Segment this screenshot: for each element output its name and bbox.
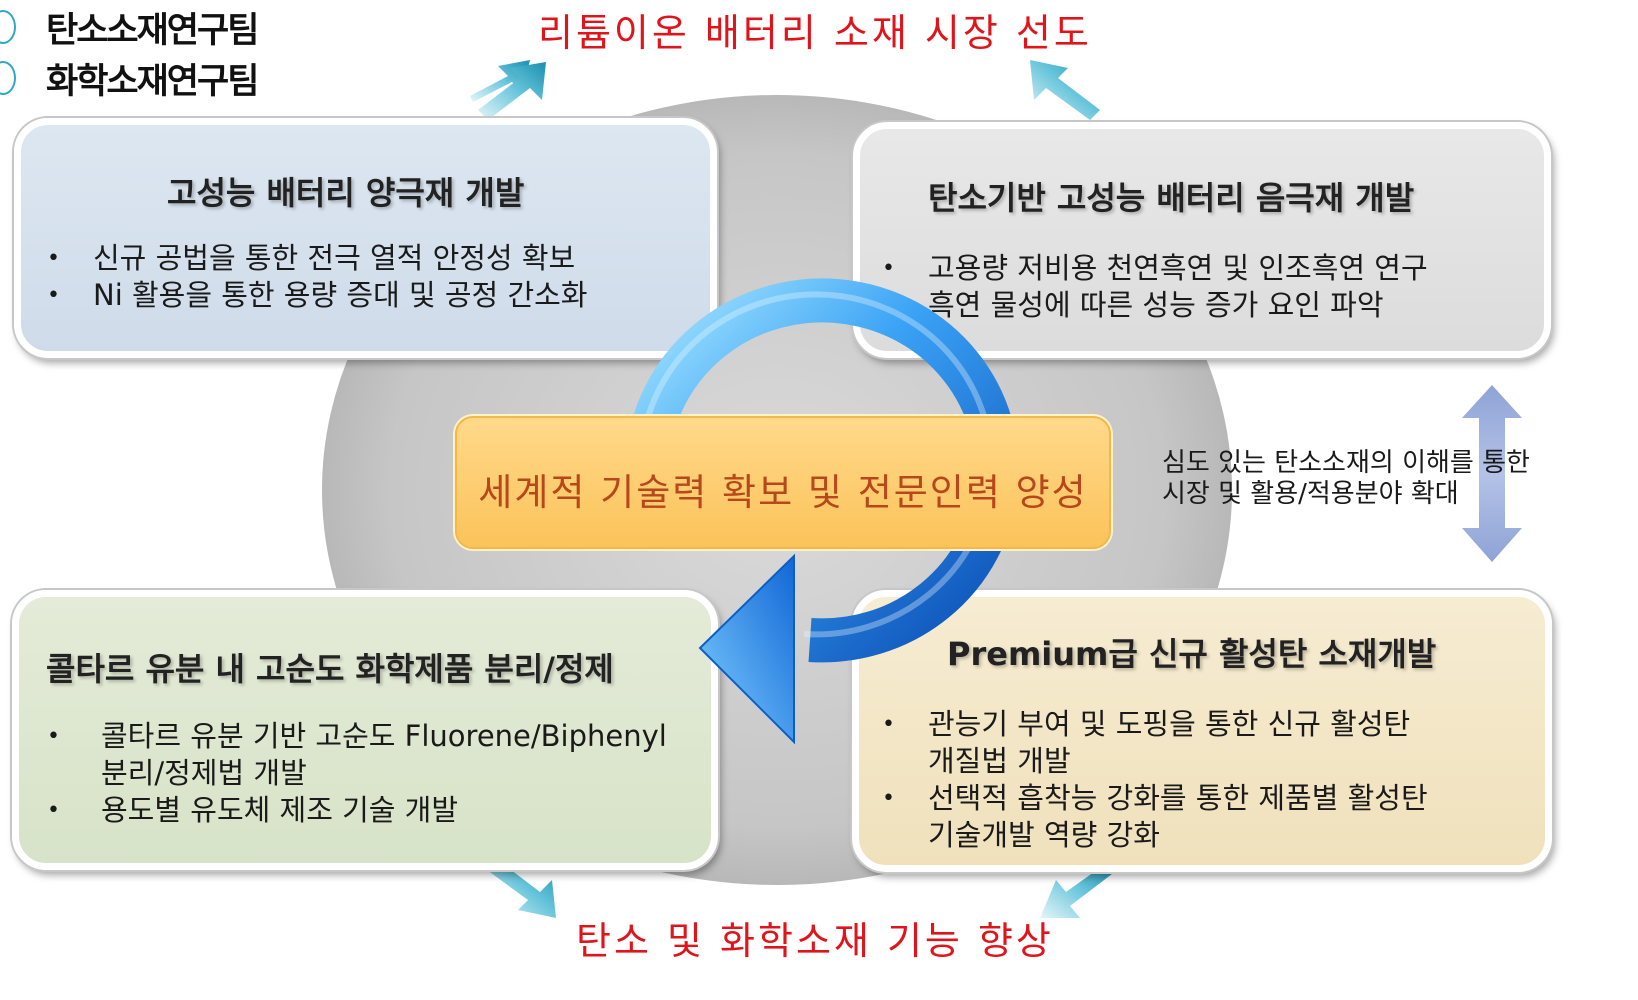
box-title: 콜타르 유분 내 고순도 화학제품 분리/정제 [46, 650, 614, 688]
goal-top: 리튬이온 배터리 소재 시장 선도 [538, 11, 1092, 55]
list-item: 용도별 유도체 제조 기술 개발 [47, 792, 667, 829]
double-arrow [1462, 385, 1522, 562]
center-goal-box: 세계적 기술력 확보 및 전문인력 양성 [455, 416, 1111, 549]
list-item-continued: 개질법 개발 [928, 744, 1071, 778]
side-note-line: 심도 있는 탄소소재의 이해를 통한 [1162, 448, 1530, 478]
list-item: Ni 활용을 통한 용량 증대 및 공정 간소화 [47, 277, 587, 314]
teal-arrow-bottom-left [487, 860, 556, 918]
teal-arrow-bottom-right [1040, 862, 1112, 918]
box-coal-tar: 콜타르 유분 내 고순도 화학제품 분리/정제 콜타르 유분 기반 고순도 Fl… [12, 590, 718, 870]
list-item: 고용량 저비용 천연흑연 및 인조흑연 연구 [882, 250, 1428, 287]
center-goal-text: 세계적 기술력 확보 및 전문인력 양성 [478, 471, 1088, 514]
team-label-chemical: 화학소재연구팀 [0, 53, 259, 104]
side-note: 심도 있는 탄소소재의 이해를 통한 시장 및 활용/적용분야 확대 [1162, 448, 1530, 510]
list-item: 콜타르 유분 기반 고순도 Fluorene/Biphenyl [47, 718, 667, 755]
goal-bottom: 탄소 및 화학소재 기능 향상 [576, 919, 1054, 963]
teal-arrow-top-right [1030, 60, 1100, 120]
list-item: 선택적 흡착능 강화를 통한 제품별 활성탄 [882, 780, 1428, 817]
box-title: 고성능 배터리 양극재 개발 [167, 174, 525, 212]
list-item-continued: 분리/정제법 개발 [101, 756, 307, 790]
list-item-continued: 기술개발 역량 강화 [928, 818, 1160, 852]
side-note-line: 시장 및 활용/적용분야 확대 [1162, 479, 1459, 509]
box-activated-carbon: Premium급 신규 활성탄 소재개발 관능기 부여 및 도핑을 통한 신규 … [852, 590, 1552, 872]
bullet-list: 콜타르 유분 기반 고순도 Fluorene/Biphenyl 분리/정제법 개… [47, 718, 667, 829]
teal-arrow-top-left [470, 60, 546, 120]
box-title: 탄소기반 고성능 배터리 음극재 개발 [928, 179, 1415, 217]
box-anode: 탄소기반 고성능 배터리 음극재 개발 고용량 저비용 천연흑연 및 인조흑연 … [853, 122, 1551, 358]
bullet-list: 신규 공법을 통한 전극 열적 안정성 확보 Ni 활용을 통한 용량 증대 및… [47, 240, 587, 314]
bullet-list: 고용량 저비용 천연흑연 및 인조흑연 연구 흑연 물성에 따른 성능 증가 요… [882, 250, 1428, 324]
team-label-carbon: 탄소소재연구팀 [0, 2, 259, 53]
list-item: 흑연 물성에 따른 성능 증가 요인 파악 [882, 287, 1428, 324]
box-cathode: 고성능 배터리 양극재 개발 신규 공법을 통한 전극 열적 안정성 확보 Ni… [14, 118, 717, 358]
list-item: 관능기 부여 및 도핑을 통한 신규 활성탄 [882, 706, 1428, 743]
list-item: 신규 공법을 통한 전극 열적 안정성 확보 [47, 240, 587, 277]
bullet-list: 관능기 부여 및 도핑을 통한 신규 활성탄 개질법 개발 선택적 흡착능 강화… [882, 706, 1428, 854]
box-title: Premium급 신규 활성탄 소재개발 [947, 635, 1437, 673]
